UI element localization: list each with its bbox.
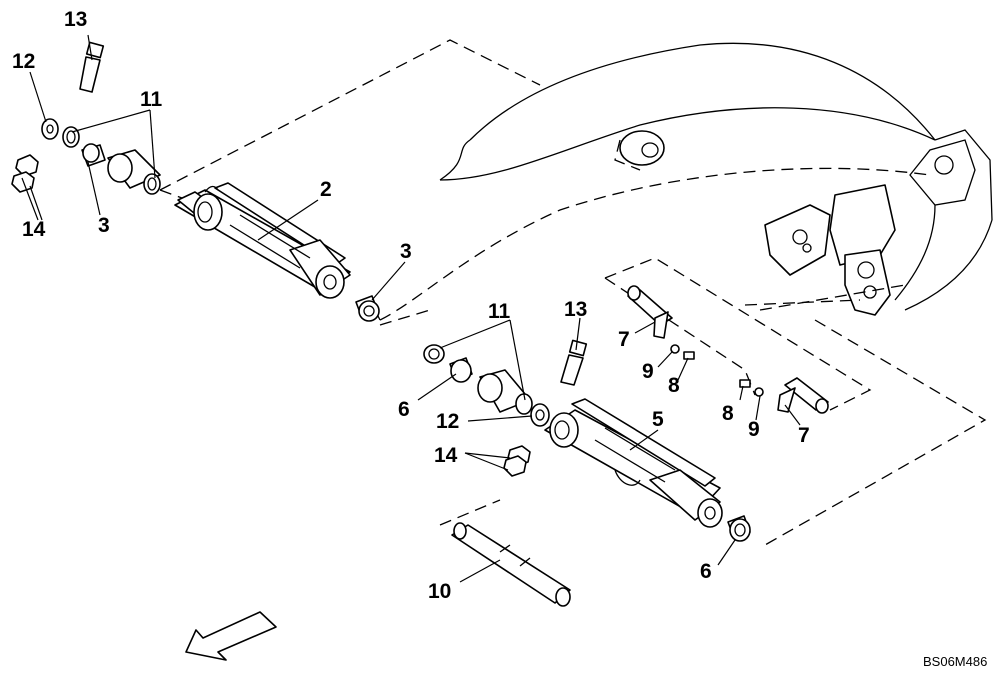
washer-12-lower (530, 403, 550, 427)
bolt-8-upper (670, 344, 695, 360)
nut-14-upper-a (15, 154, 39, 177)
callout-3-upper-right: 3 (400, 240, 412, 263)
callout-labels: 13 12 11 14 3 2 3 11 13 7 9 8 6 12 14 5 … (12, 8, 810, 603)
shim-11-lower-a (423, 344, 445, 364)
pin-10 (451, 522, 571, 607)
callout-13-lower: 13 (564, 298, 587, 321)
callout-6-lower-right: 6 (700, 560, 712, 583)
shim-11-upper-b (143, 173, 161, 195)
nut-14-lower-b (503, 455, 527, 477)
upper-cylinder-assembly (11, 41, 380, 322)
boom-outline (159, 39, 993, 321)
callout-12-lower: 12 (436, 410, 459, 433)
callout-13-upper: 13 (64, 8, 87, 31)
pin-7-upper (627, 285, 673, 339)
callout-9-lower: 9 (748, 418, 760, 441)
callout-6-lower-left: 6 (398, 398, 410, 421)
assembly-reference-lines (379, 257, 987, 546)
callout-9-upper: 9 (642, 360, 654, 383)
bolt-8-lower (739, 379, 764, 397)
lower-cylinder-assembly (423, 339, 751, 542)
callout-14-upper: 14 (22, 218, 46, 241)
pin-7-lower (777, 377, 829, 414)
shim-11-upper-a (62, 126, 80, 148)
callout-7-upper: 7 (618, 328, 630, 351)
front-direction-arrow (185, 611, 277, 661)
callout-7-lower: 7 (798, 424, 810, 447)
washer-12-upper (41, 118, 59, 140)
bolt-13-lower (560, 339, 588, 386)
callout-14-lower: 14 (434, 444, 458, 467)
callout-3-upper-left: 3 (98, 214, 110, 237)
bolt-13-upper (79, 41, 105, 93)
callout-2: 2 (320, 178, 332, 201)
callout-12-upper: 12 (12, 50, 35, 73)
callout-11-lower: 11 (488, 300, 511, 323)
callout-5: 5 (652, 408, 664, 431)
callout-10: 10 (428, 580, 451, 603)
drawing-code: BS06M486 (923, 654, 987, 669)
leader-lines (21, 34, 801, 583)
callout-8-lower: 8 (722, 402, 734, 425)
callout-11-upper: 11 (140, 88, 163, 111)
callout-8-upper: 8 (668, 374, 680, 397)
